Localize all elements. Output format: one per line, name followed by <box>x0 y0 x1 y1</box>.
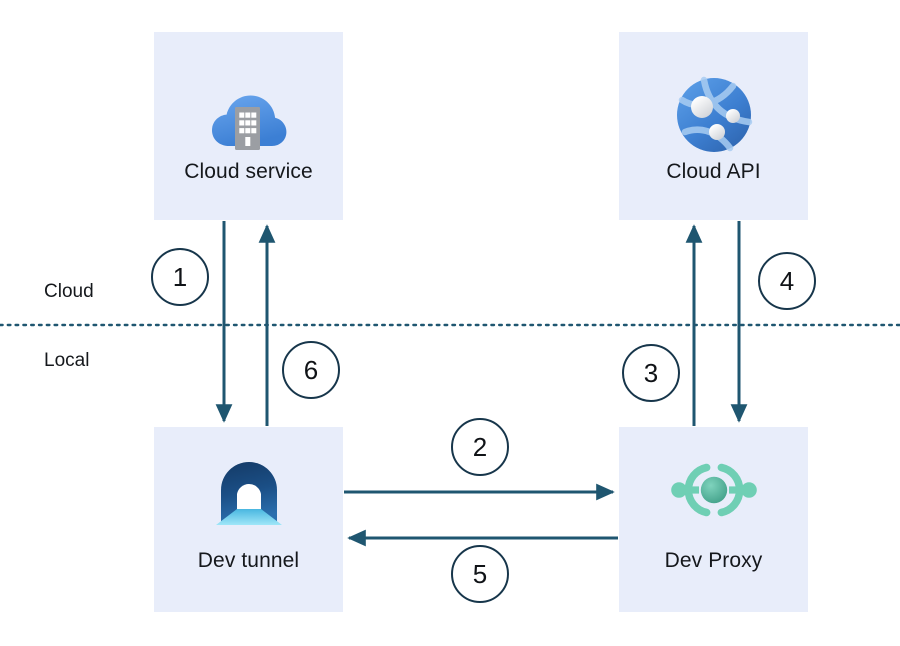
node-label-cloud-api: Cloud API <box>666 160 761 183</box>
node-label-cloud-service: Cloud service <box>184 160 313 183</box>
node-dev-proxy[interactable]: Dev Proxy <box>619 427 808 612</box>
step-badge-1: 1 <box>151 248 209 306</box>
tunnel-icon <box>212 457 286 532</box>
node-label-dev-proxy: Dev Proxy <box>664 549 763 572</box>
boundary-label-cloud: Cloud <box>44 281 94 302</box>
node-cloud-service[interactable]: Cloud service <box>154 32 343 220</box>
node-label-dev-tunnel: Dev tunnel <box>197 549 300 572</box>
step-badge-4: 4 <box>758 252 816 310</box>
step-badge-5: 5 <box>451 545 509 603</box>
cloud-building-icon <box>209 84 289 161</box>
proxy-target-icon <box>668 457 760 528</box>
boundary-label-local: Local <box>44 350 90 371</box>
step-badge-3: 3 <box>622 344 680 402</box>
globe-network-icon <box>673 74 755 161</box>
node-cloud-api[interactable]: Cloud API <box>619 32 808 220</box>
node-dev-tunnel[interactable]: Dev tunnel <box>154 427 343 612</box>
step-badge-6: 6 <box>282 341 340 399</box>
step-badge-2: 2 <box>451 418 509 476</box>
